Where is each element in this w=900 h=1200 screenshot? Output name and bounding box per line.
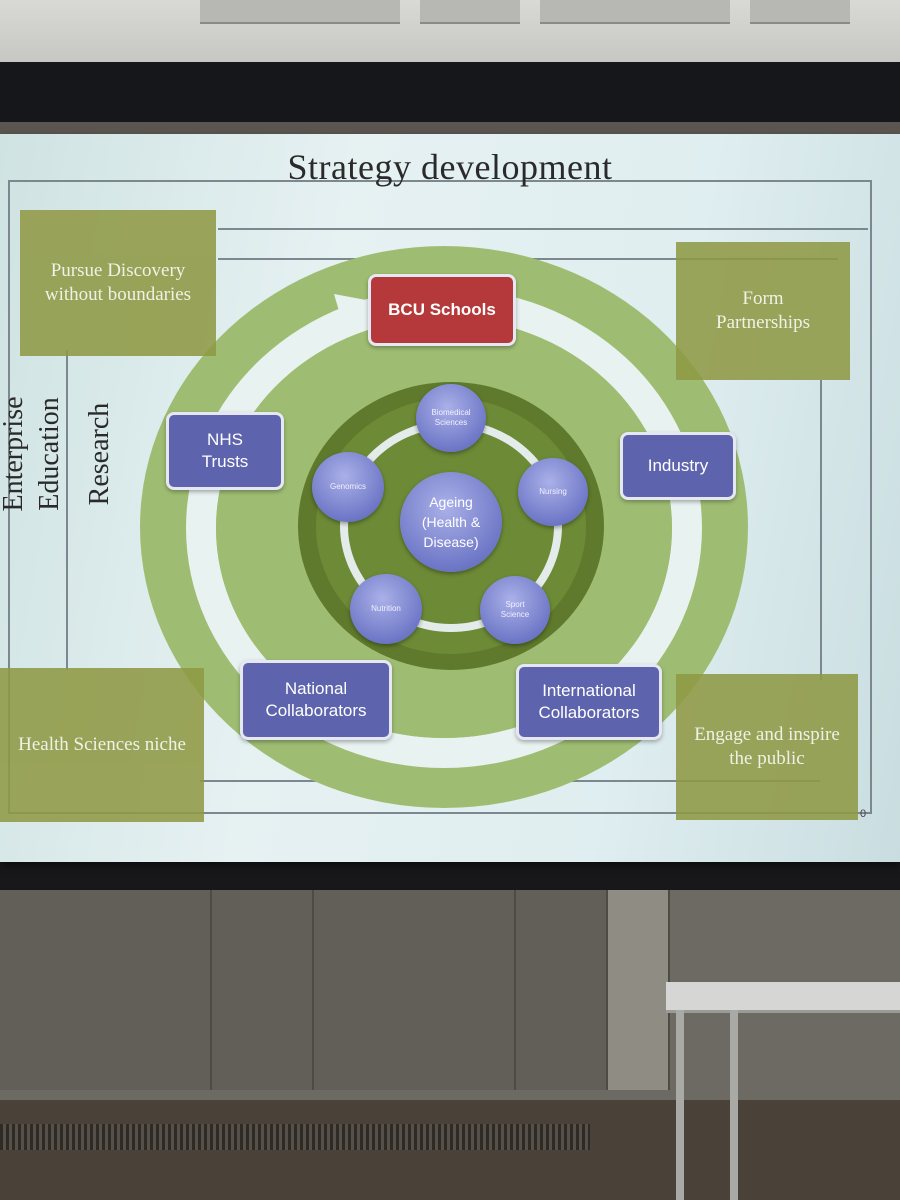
corner-text: Form Partnerships (716, 288, 810, 333)
floor-vent (0, 1124, 590, 1150)
corner-text: Health Sciences niche (18, 734, 186, 755)
bubble-nursing: Nursing (518, 458, 588, 526)
bubble-label: Biomedical Sciences (431, 408, 471, 427)
bubble-sport-science: Sport Science (480, 576, 550, 644)
label-enterprise: Enterprise (0, 396, 29, 512)
ceiling-panel (420, 0, 520, 24)
slide-title: Strategy development (287, 147, 613, 187)
page-number: 0 (860, 808, 867, 820)
bubble-biomedical-sciences: Biomedical Sciences (416, 384, 486, 452)
bubble-genomics: Genomics (312, 452, 384, 522)
bubble-ageing: Ageing (Health & Disease) (400, 472, 502, 572)
corner-text: Pursue Discovery without boundaries (44, 260, 192, 305)
node-label: International Collaborators (538, 681, 640, 722)
node-industry: Industry (620, 432, 736, 500)
ceiling-panel (540, 0, 730, 24)
frame-line (820, 380, 822, 680)
label-research: Research (84, 402, 115, 506)
wall-panel (212, 890, 314, 1090)
bubble-nutrition: Nutrition (350, 574, 422, 644)
ceiling-panel (750, 0, 850, 24)
floor (0, 1100, 900, 1200)
wall-panel (608, 890, 670, 1090)
corner-box-top-left: Pursue Discovery without boundaries (20, 210, 216, 356)
node-bcu-schools: BCU Schools (368, 274, 516, 346)
table-leg (730, 1010, 738, 1200)
table (666, 982, 900, 1013)
ceiling-panel (200, 0, 400, 24)
corner-box-bottom-left: Health Sciences niche (0, 668, 204, 822)
node-national-collaborators: National Collaborators (240, 660, 392, 740)
wall-panel (516, 890, 608, 1090)
outer-frame (8, 180, 872, 814)
node-label: NHS Trusts (201, 430, 249, 471)
frame-line (66, 350, 68, 670)
corner-text: Engage and inspire the public (694, 724, 840, 769)
bubble-label: Ageing (Health & Disease) (421, 494, 481, 550)
frame-line (218, 228, 868, 230)
corner-box-bottom-right: Engage and inspire the public (676, 674, 858, 820)
corner-box-top-right: Form Partnerships (676, 242, 850, 380)
arrow-head-icon (334, 294, 366, 328)
label-education: Education (34, 397, 65, 511)
ceiling (0, 0, 900, 70)
node-label: National Collaborators (265, 679, 367, 720)
wall-panel (314, 890, 516, 1090)
bubble-label: Sport Science (500, 600, 530, 619)
wall-panel (0, 890, 212, 1090)
ceiling-bar (0, 62, 900, 122)
node-nhs-trusts: NHS Trusts (166, 412, 284, 490)
table-leg (676, 1010, 684, 1200)
node-international-collaborators: International Collaborators (516, 664, 662, 740)
